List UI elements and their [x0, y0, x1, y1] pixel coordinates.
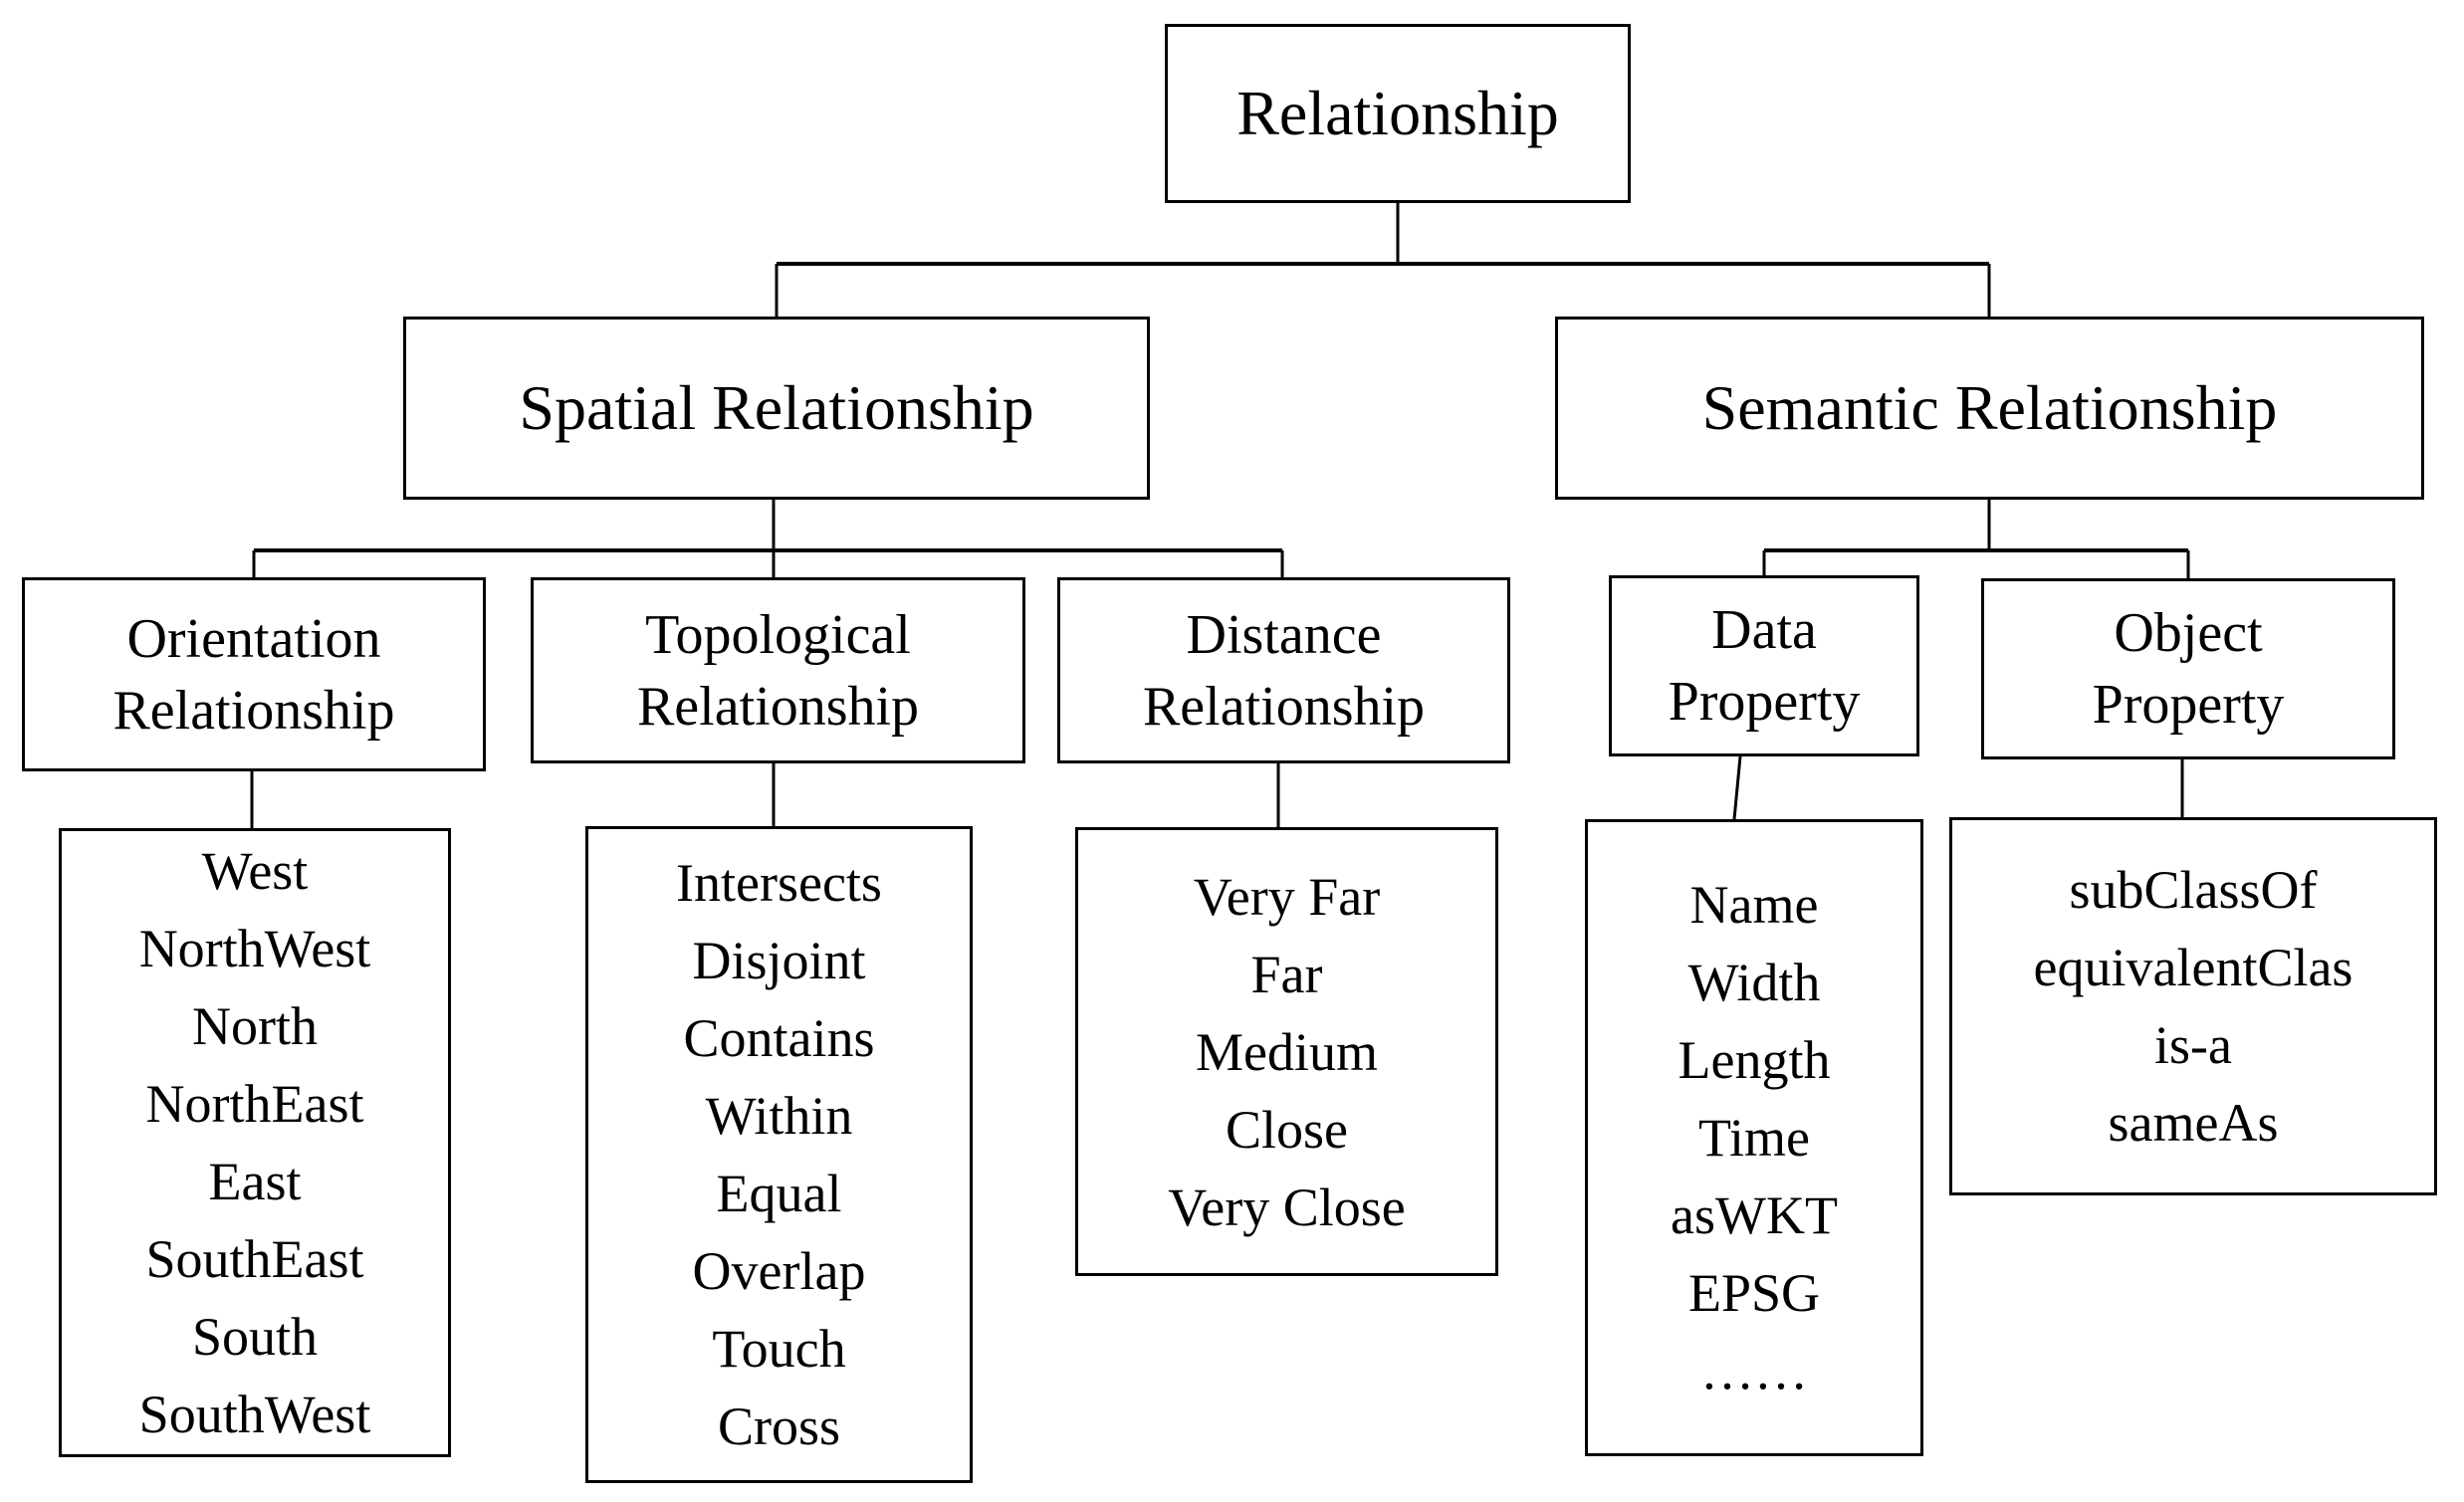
- object-property-value-list: subClassOf equivalentClas is-a sameAs: [1952, 851, 2434, 1162]
- list-item: Overlap: [692, 1241, 866, 1301]
- list-item: Cross: [717, 1396, 841, 1456]
- list-item: SouthWest: [138, 1385, 371, 1444]
- list-item: Very Close: [1168, 1177, 1406, 1237]
- list-item: Medium: [1196, 1021, 1378, 1082]
- node-distance-relationship-label: Distance Relationship: [1142, 603, 1426, 738]
- list-item: subClassOf: [2069, 860, 2318, 920]
- node-relationship: Relationship: [1165, 24, 1631, 203]
- node-distance-relationship: Distance Relationship: [1057, 577, 1510, 763]
- list-item: Time: [1697, 1108, 1811, 1168]
- list-item: Disjoint: [692, 931, 866, 990]
- list-item: Contains: [683, 1008, 875, 1068]
- list-item: East: [208, 1152, 302, 1211]
- list-item: North: [192, 996, 318, 1056]
- list-item: Very Far: [1193, 866, 1381, 927]
- connector-data-leaf-stem: [1732, 755, 1742, 820]
- list-item: SouthEast: [145, 1229, 364, 1289]
- node-object-property-label: Object Property: [2092, 602, 2285, 736]
- node-relationship-label: Relationship: [1236, 77, 1559, 148]
- list-item: asWKT: [1671, 1185, 1838, 1245]
- list-item: Length: [1678, 1030, 1831, 1090]
- node-orientation-relationship: Orientation Relationship: [22, 577, 486, 771]
- list-item: Equal: [716, 1164, 842, 1223]
- node-spatial-relationship-label: Spatial Relationship: [519, 371, 1034, 443]
- list-item: NorthWest: [138, 919, 371, 978]
- node-data-property: Data Property: [1609, 575, 1919, 756]
- list-item: Width: [1687, 953, 1821, 1012]
- list-object-property-values: subClassOf equivalentClas is-a sameAs: [1949, 817, 2437, 1195]
- node-spatial-relationship: Spatial Relationship: [403, 317, 1150, 500]
- node-orientation-relationship-label: Orientation Relationship: [112, 607, 395, 742]
- node-data-property-label: Data Property: [1668, 599, 1861, 733]
- node-topological-relationship: Topological Relationship: [531, 577, 1025, 763]
- list-item: South: [191, 1307, 319, 1367]
- list-item: West: [201, 841, 309, 901]
- list-item: Far: [1250, 944, 1323, 1004]
- list-item: Intersects: [676, 853, 882, 913]
- node-semantic-relationship: Semantic Relationship: [1555, 317, 2424, 500]
- list-item: sameAs: [2108, 1093, 2279, 1153]
- list-item: Within: [705, 1086, 853, 1146]
- list-item: NorthEast: [145, 1074, 364, 1134]
- node-topological-relationship-label: Topological Relationship: [636, 603, 920, 738]
- list-item: ……: [1700, 1341, 1808, 1400]
- node-semantic-relationship-label: Semantic Relationship: [1701, 371, 2278, 443]
- list-item: Touch: [712, 1319, 846, 1379]
- list-item: equivalentClas: [2033, 938, 2353, 997]
- list-item: Name: [1689, 875, 1819, 935]
- list-item: is-a: [2154, 1015, 2232, 1075]
- node-object-property: Object Property: [1981, 578, 2395, 759]
- list-item: EPSG: [1687, 1263, 1821, 1323]
- list-item: Close: [1225, 1099, 1348, 1160]
